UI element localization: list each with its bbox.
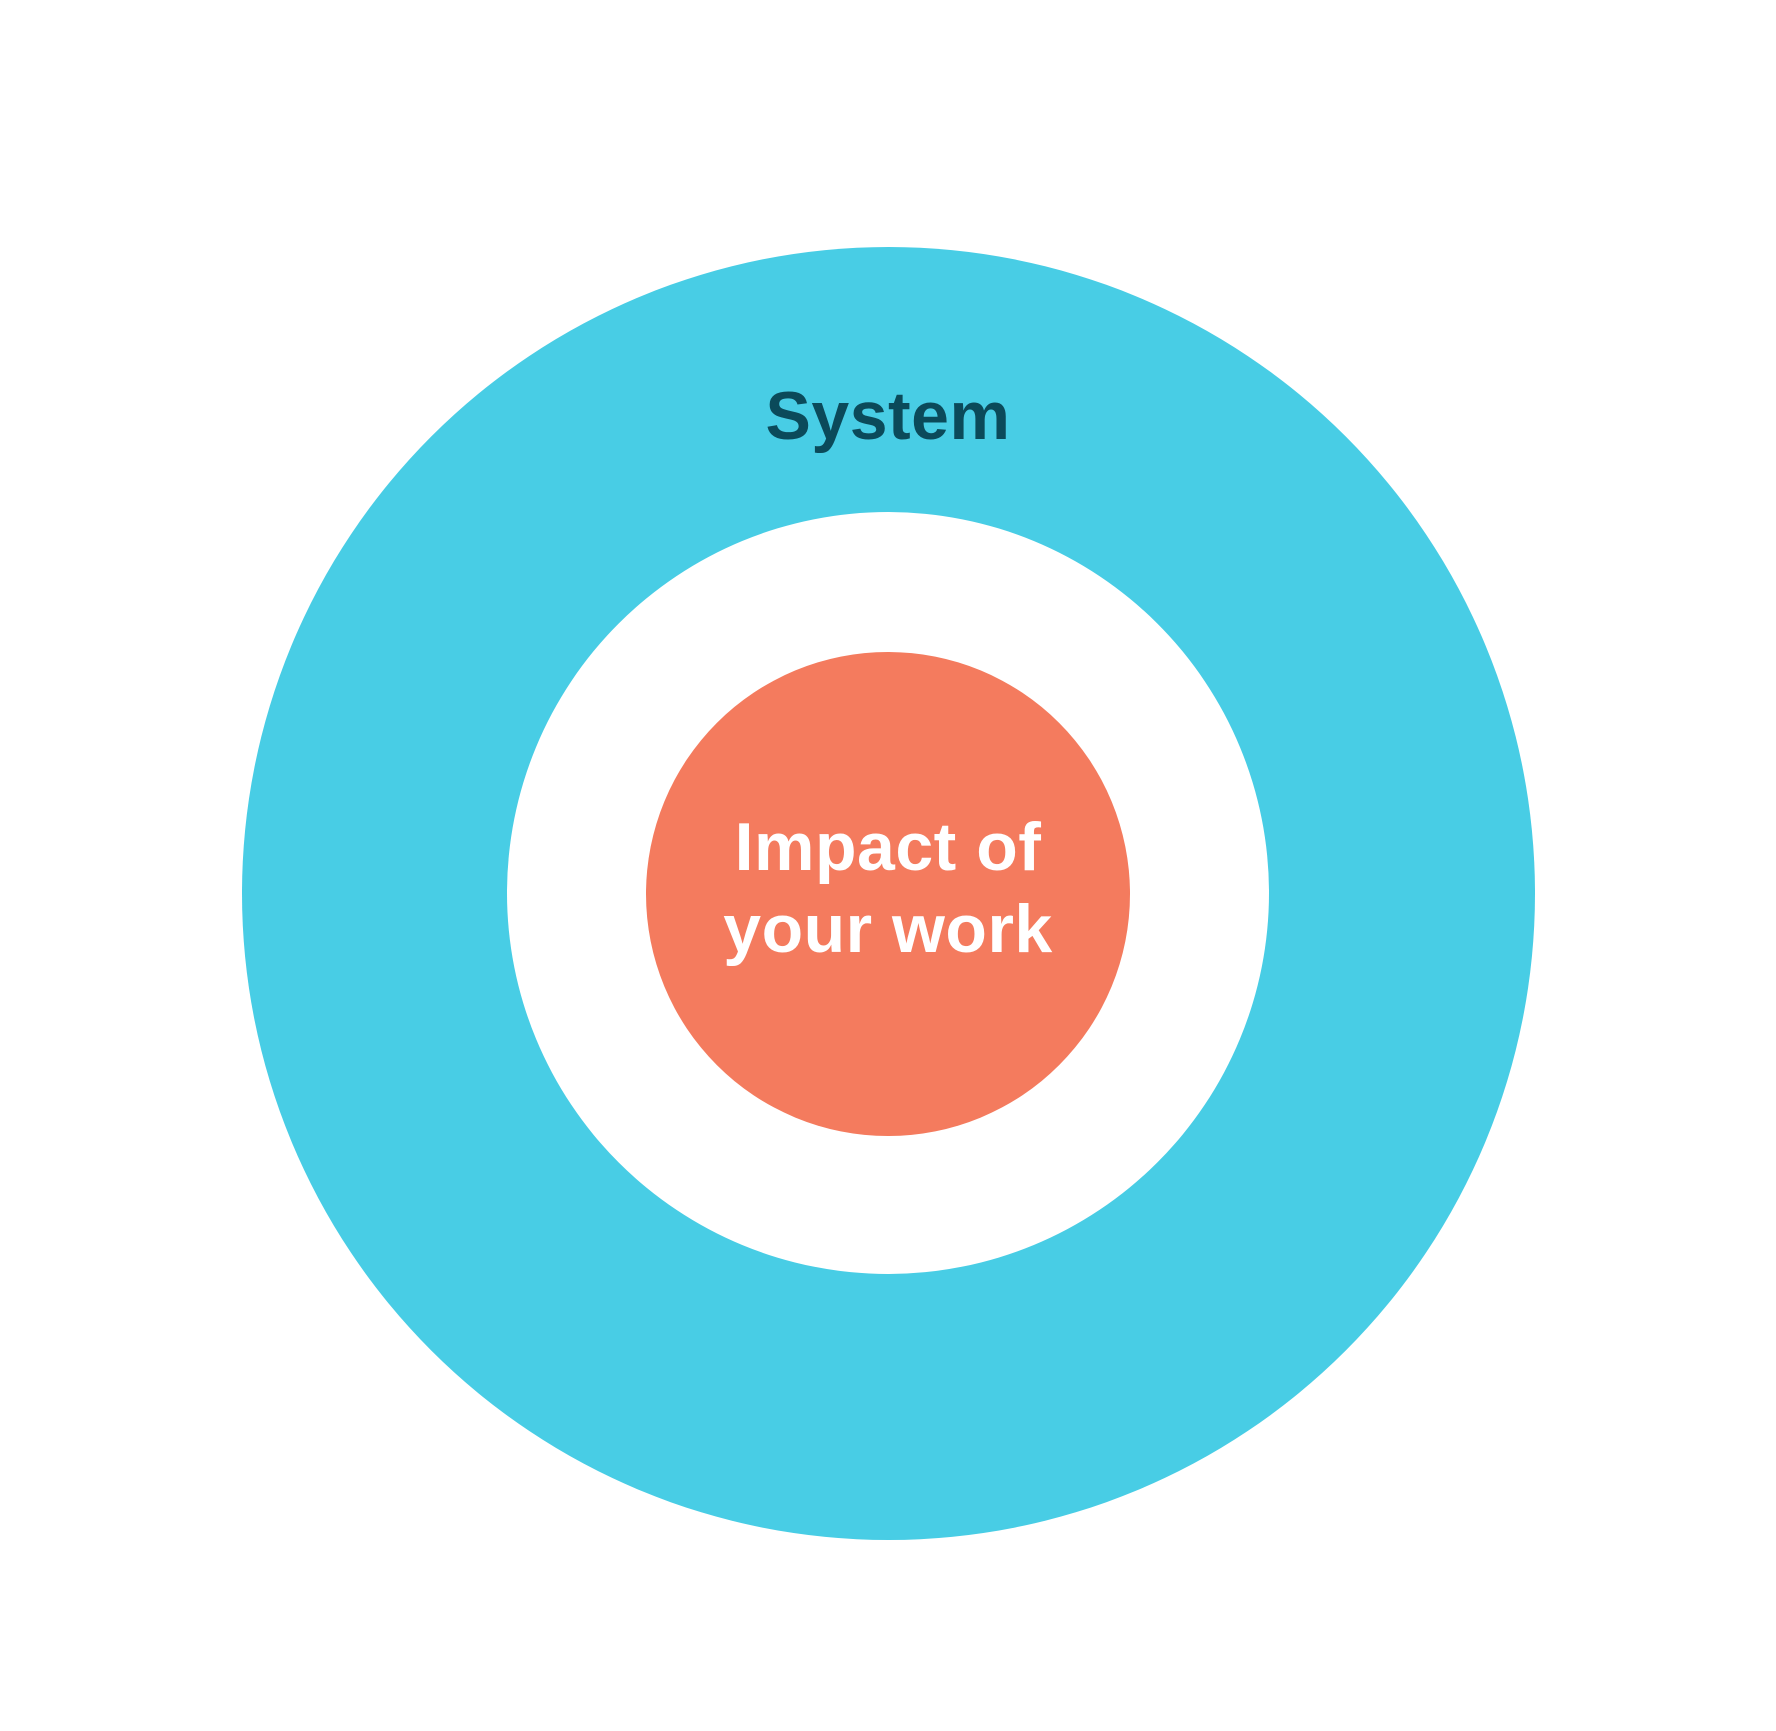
system-label: System xyxy=(765,378,1011,454)
core-label: Impact of your work xyxy=(588,806,1188,970)
core-label-line-2: your work xyxy=(723,891,1053,967)
impact-core-circle xyxy=(646,652,1130,1136)
core-label-line-1: Impact of xyxy=(734,809,1042,885)
